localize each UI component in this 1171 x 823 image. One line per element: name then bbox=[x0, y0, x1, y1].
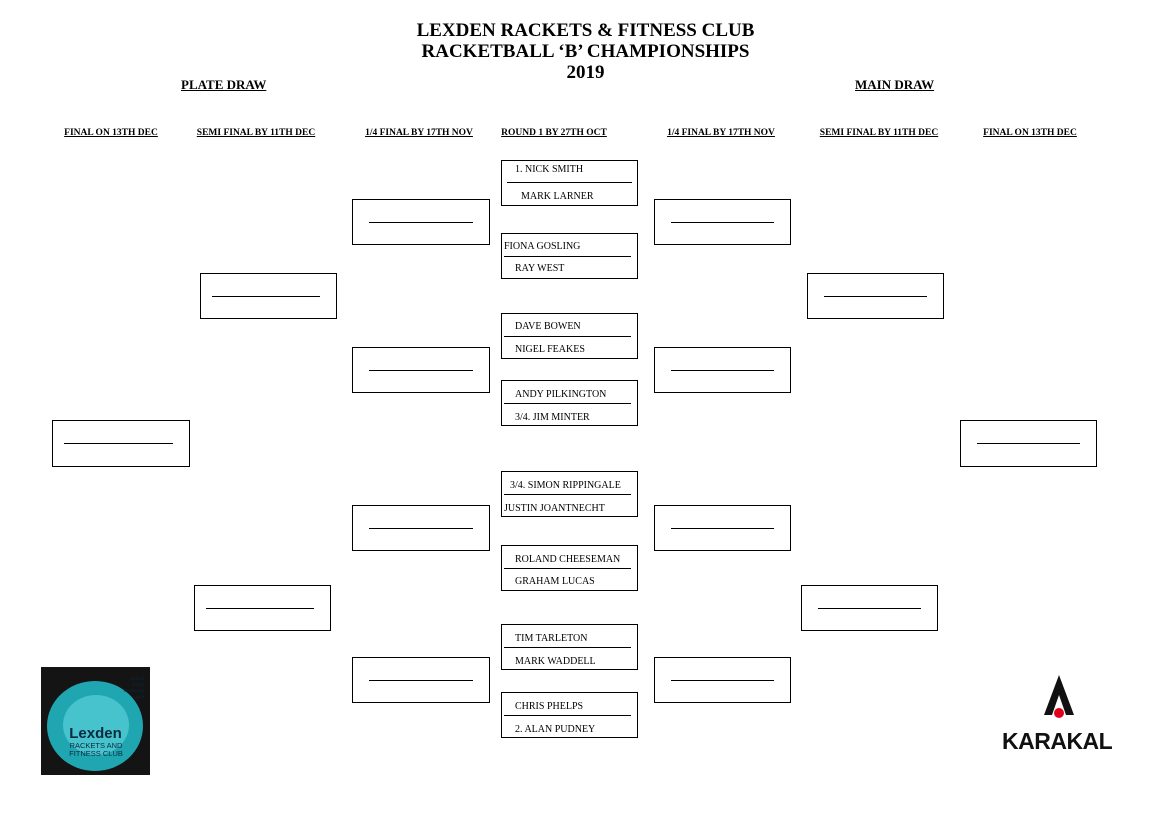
entry-line bbox=[369, 222, 473, 223]
plate-qf-slot-4 bbox=[352, 657, 490, 703]
col-main-final: FINAL ON 13TH DEC bbox=[983, 128, 1077, 138]
entry-line bbox=[212, 296, 320, 297]
col-plate-qf: 1/4 FINAL BY 17TH NOV bbox=[365, 128, 473, 138]
entry-line bbox=[369, 680, 473, 681]
round1-match-7: TIM TARLETON MARK WADDELL bbox=[501, 624, 638, 670]
entry-line bbox=[671, 222, 774, 223]
logo-tag: squash bbox=[130, 677, 144, 682]
player-name: 3/4. SIMON RIPPINGALE bbox=[510, 480, 621, 491]
plate-qf-slot-2 bbox=[352, 347, 490, 393]
logo-tag: gym bbox=[135, 695, 144, 700]
plate-qf-slot-3 bbox=[352, 505, 490, 551]
page-subtitle: RACKETBALL ‘B’ CHAMPIONSHIPS bbox=[421, 41, 750, 62]
main-semi-slot-1 bbox=[807, 273, 944, 319]
main-qf-slot-2 bbox=[654, 347, 791, 393]
entry-line bbox=[671, 528, 774, 529]
entry-line bbox=[369, 528, 473, 529]
player-name: DAVE BOWEN bbox=[515, 321, 581, 332]
round1-match-2: FIONA GOSLING RAY WEST bbox=[501, 233, 638, 279]
col-main-semi: SEMI FINAL BY 11TH DEC bbox=[819, 128, 939, 138]
player-name: MARK WADDELL bbox=[515, 656, 596, 667]
plate-semi-slot-1 bbox=[200, 273, 337, 319]
plate-qf-slot-1 bbox=[352, 199, 490, 245]
player-name: ROLAND CHEESEMAN bbox=[515, 554, 621, 565]
player-name: 1. NICK SMITH bbox=[515, 164, 584, 175]
logo-activity-tags: squash tennis swimming gym bbox=[124, 677, 144, 701]
col-plate-final: FINAL ON 13TH DEC bbox=[64, 128, 158, 138]
divider bbox=[504, 403, 631, 404]
col-round1: ROUND 1 BY 27TH OCT bbox=[501, 128, 607, 138]
divider bbox=[504, 568, 631, 569]
page-year: 2019 bbox=[566, 62, 605, 83]
player-name: 2. ALAN PUDNEY bbox=[515, 724, 596, 735]
divider bbox=[504, 256, 631, 257]
entry-line bbox=[977, 443, 1080, 444]
player-name: TIM TARLETON bbox=[515, 633, 588, 644]
entry-line bbox=[64, 443, 173, 444]
round1-match-4: ANDY PILKINGTON 3/4. JIM MINTER bbox=[501, 380, 638, 426]
entry-line bbox=[369, 370, 473, 371]
divider bbox=[504, 715, 631, 716]
lexden-logo: squash tennis swimming gym Lexden RACKET… bbox=[41, 667, 150, 775]
player-name: 3/4. JIM MINTER bbox=[515, 412, 590, 423]
round1-match-5: 3/4. SIMON RIPPINGALE JUSTIN JOANTNECHT bbox=[501, 471, 638, 517]
player-name: JUSTIN JOANTNECHT bbox=[504, 503, 605, 514]
karakal-triangle-icon bbox=[1044, 675, 1074, 718]
round1-match-8: CHRIS PHELPS 2. ALAN PUDNEY bbox=[501, 692, 638, 738]
entry-line bbox=[671, 680, 774, 681]
player-name: RAY WEST bbox=[515, 263, 565, 274]
page-title: LEXDEN RACKETS & FITNESS CLUB bbox=[416, 20, 755, 41]
logo-tag: tennis bbox=[132, 683, 144, 688]
main-draw-label: MAIN DRAW bbox=[855, 77, 935, 92]
logo-wave-inner-shape bbox=[63, 695, 129, 755]
entry-line bbox=[206, 608, 314, 609]
player-name: ANDY PILKINGTON bbox=[515, 389, 607, 400]
main-semi-slot-2 bbox=[801, 585, 938, 631]
plate-final-slot bbox=[52, 420, 190, 467]
player-name: FIONA GOSLING bbox=[504, 241, 581, 252]
entry-line bbox=[671, 370, 774, 371]
plate-draw-label: PLATE DRAW bbox=[181, 77, 267, 92]
logo-tag: swimming bbox=[123, 689, 144, 694]
round1-match-1: 1. NICK SMITH MARK LARNER bbox=[501, 160, 638, 206]
plate-semi-slot-2 bbox=[194, 585, 331, 631]
player-name: GRAHAM LUCAS bbox=[515, 576, 595, 587]
col-plate-semi: SEMI FINAL BY 11TH DEC bbox=[196, 128, 316, 138]
main-final-slot bbox=[960, 420, 1097, 467]
main-qf-slot-1 bbox=[654, 199, 791, 245]
col-main-qf: 1/4 FINAL BY 17TH NOV bbox=[667, 128, 775, 138]
entry-line bbox=[818, 608, 921, 609]
logo-subtitle: RACKETS AND FITNESS CLUB bbox=[69, 741, 123, 758]
player-name: CHRIS PHELPS bbox=[515, 701, 584, 712]
karakal-logo: KARAKAL bbox=[1000, 673, 1120, 758]
round1-match-3: DAVE BOWEN NIGEL FEAKES bbox=[501, 313, 638, 359]
karakal-wordmark: KARAKAL bbox=[1002, 728, 1113, 754]
entry-line bbox=[824, 296, 927, 297]
round1-match-6: ROLAND CHEESEMAN GRAHAM LUCAS bbox=[501, 545, 638, 591]
divider bbox=[504, 494, 631, 495]
logo-name: Lexden bbox=[69, 725, 122, 742]
main-qf-slot-3 bbox=[654, 505, 791, 551]
divider bbox=[507, 182, 632, 183]
divider bbox=[504, 647, 631, 648]
player-name: MARK LARNER bbox=[521, 191, 594, 202]
divider bbox=[504, 336, 631, 337]
player-name: NIGEL FEAKES bbox=[515, 344, 585, 355]
main-qf-slot-4 bbox=[654, 657, 791, 703]
